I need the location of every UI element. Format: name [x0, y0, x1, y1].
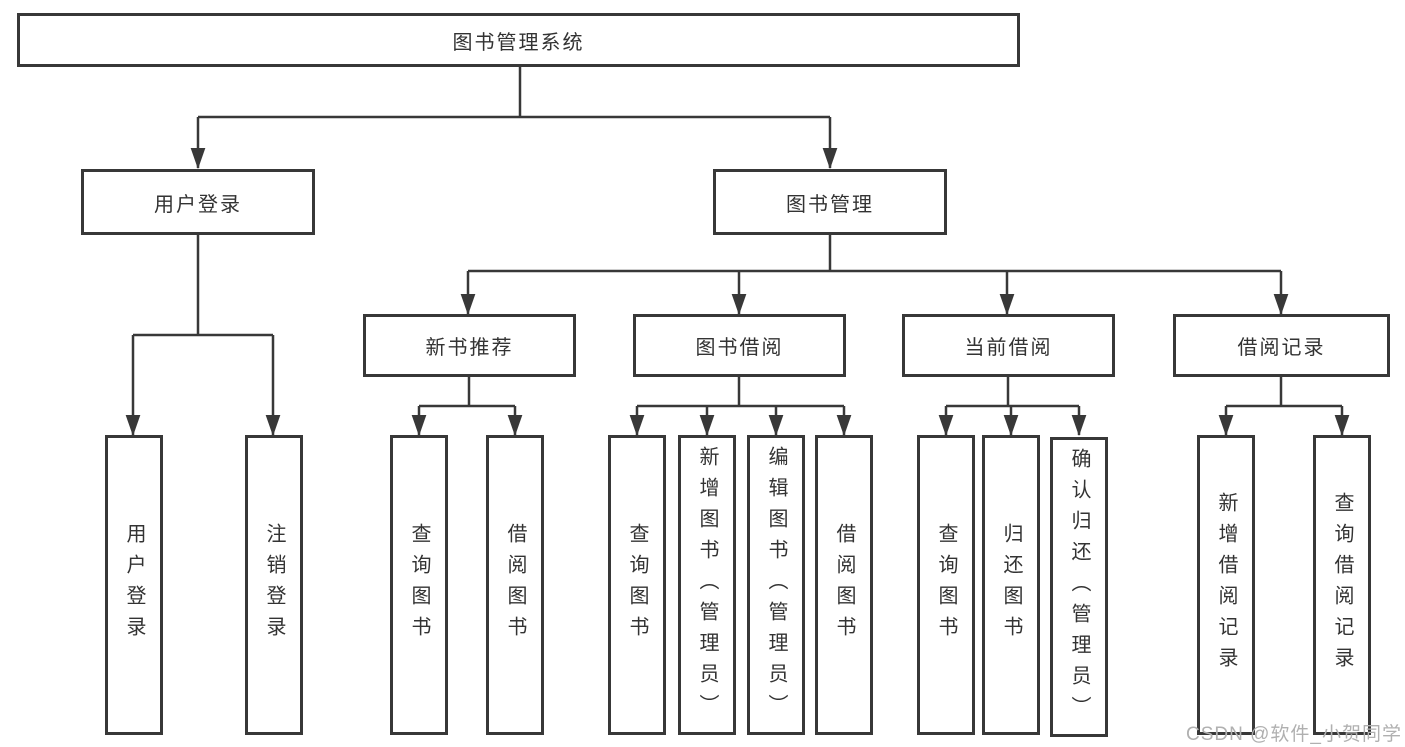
node-user-login: 用户登录: [81, 169, 315, 235]
leaf-query-books-current: 查询图书: [917, 435, 975, 735]
node-root: 图书管理系统: [17, 13, 1020, 67]
leaf-logout: 注销登录: [245, 435, 303, 735]
leaf-borrow-books: 借阅图书: [815, 435, 873, 735]
node-borrow-records: 借阅记录: [1173, 314, 1390, 377]
leaf-confirm-return-admin: 确认归还（管理员）: [1050, 437, 1108, 737]
csdn-watermark: CSDN @软件_小贺同学: [1186, 724, 1402, 745]
leaf-add-borrow-record: 新增借阅记录: [1197, 435, 1255, 735]
leaf-query-borrow-record: 查询借阅记录: [1313, 435, 1371, 735]
leaf-add-book-admin: 新增图书（管理员）: [678, 435, 736, 735]
leaf-edit-book-admin: 编辑图书（管理员）: [747, 435, 805, 735]
node-book-management: 图书管理: [713, 169, 947, 235]
node-book-borrow: 图书借阅: [633, 314, 846, 377]
node-new-book-recommend: 新书推荐: [363, 314, 576, 377]
node-current-borrow: 当前借阅: [902, 314, 1115, 377]
leaf-return-book: 归还图书: [982, 435, 1040, 735]
leaf-query-books-recommend: 查询图书: [390, 435, 448, 735]
leaf-query-books-borrow: 查询图书: [608, 435, 666, 735]
leaf-user-login: 用户登录: [105, 435, 163, 735]
leaf-borrow-books-recommend: 借阅图书: [486, 435, 544, 735]
